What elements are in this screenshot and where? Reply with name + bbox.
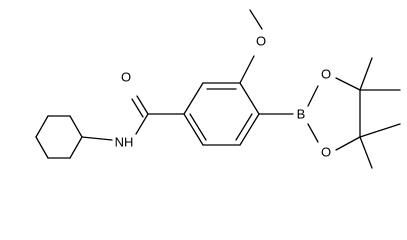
atom-labels: O O NH B O O: [115, 33, 331, 159]
bond-cyclohexyl-3: [69, 136, 83, 159]
bond-carbonyl-double-1: [136, 95, 149, 115]
bond-cyclohexyl-2: [69, 115, 83, 138]
bond-benzene-6: [183, 113, 204, 146]
bond-methyl-bottom-down: [359, 136, 373, 169]
bonds: [35, 9, 401, 169]
bond-benzene-inner-2: [235, 113, 253, 141]
bond-benzene-3: [239, 82, 260, 115]
ring-oxygen-bottom-label: O: [321, 144, 331, 159]
bond-aryl-methoxy-o: [239, 55, 255, 84]
amide-nitrogen-label: NH: [115, 134, 134, 149]
bond-c-n: [81, 136, 113, 141]
bond-methoxy-ch3: [249, 9, 263, 30]
bond-benzene-inner-3: [189, 113, 207, 141]
carbonyl-oxygen-label: O: [121, 69, 131, 84]
bond-carbonyl-double-2: [131, 98, 144, 118]
bond-o-bottom-c: [335, 136, 361, 151]
bond-b-o-bottom: [307, 123, 319, 143]
ring-oxygen-top-label: O: [321, 66, 331, 81]
bond-benzene-1: [183, 82, 204, 115]
chemical-structure-diagram: O O NH B O O: [35, 9, 401, 169]
boron-label: B: [297, 106, 306, 121]
methoxy-oxygen-label: O: [256, 33, 266, 48]
bond-cyclohexyl-5: [35, 136, 49, 159]
bond-methyl-bottom-right: [359, 123, 401, 138]
bond-methyl-top-up: [359, 57, 373, 91]
bond-o-top-c: [335, 77, 361, 91]
bond-cyclohexyl-6: [35, 115, 49, 138]
bond-benzene-4: [239, 113, 260, 146]
bond-b-o-top: [307, 85, 319, 107]
bond-n-carbonyl: [135, 113, 149, 135]
